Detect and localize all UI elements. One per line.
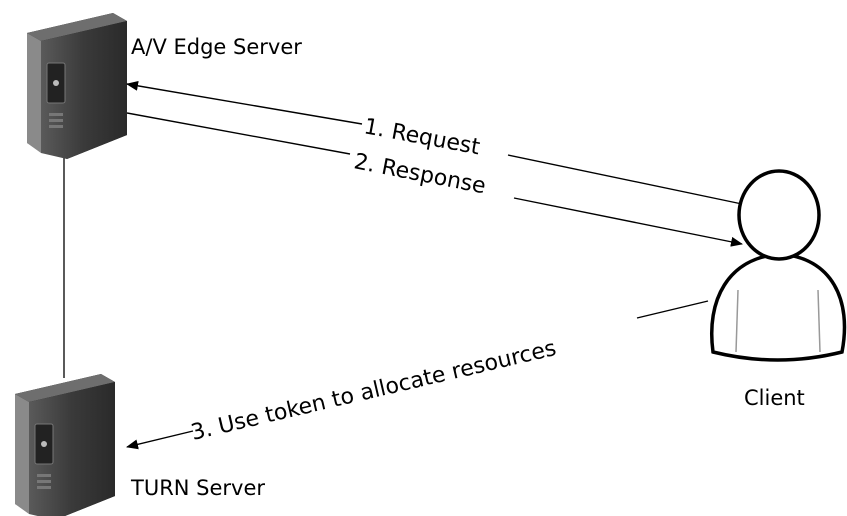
allocate-arrow bbox=[126, 300, 709, 450]
flow-label-allocate: 3. Use token to allocate resources bbox=[189, 336, 559, 446]
response-arrow bbox=[126, 112, 743, 247]
server-tower-icon bbox=[15, 374, 115, 516]
edge-server-label: A/V Edge Server bbox=[131, 35, 302, 59]
client-label: Client bbox=[744, 386, 805, 410]
turn-server-label: TURN Server bbox=[130, 476, 265, 500]
request-arrow bbox=[126, 80, 743, 205]
user-person-icon bbox=[710, 169, 847, 362]
server-tower-icon bbox=[27, 13, 127, 159]
